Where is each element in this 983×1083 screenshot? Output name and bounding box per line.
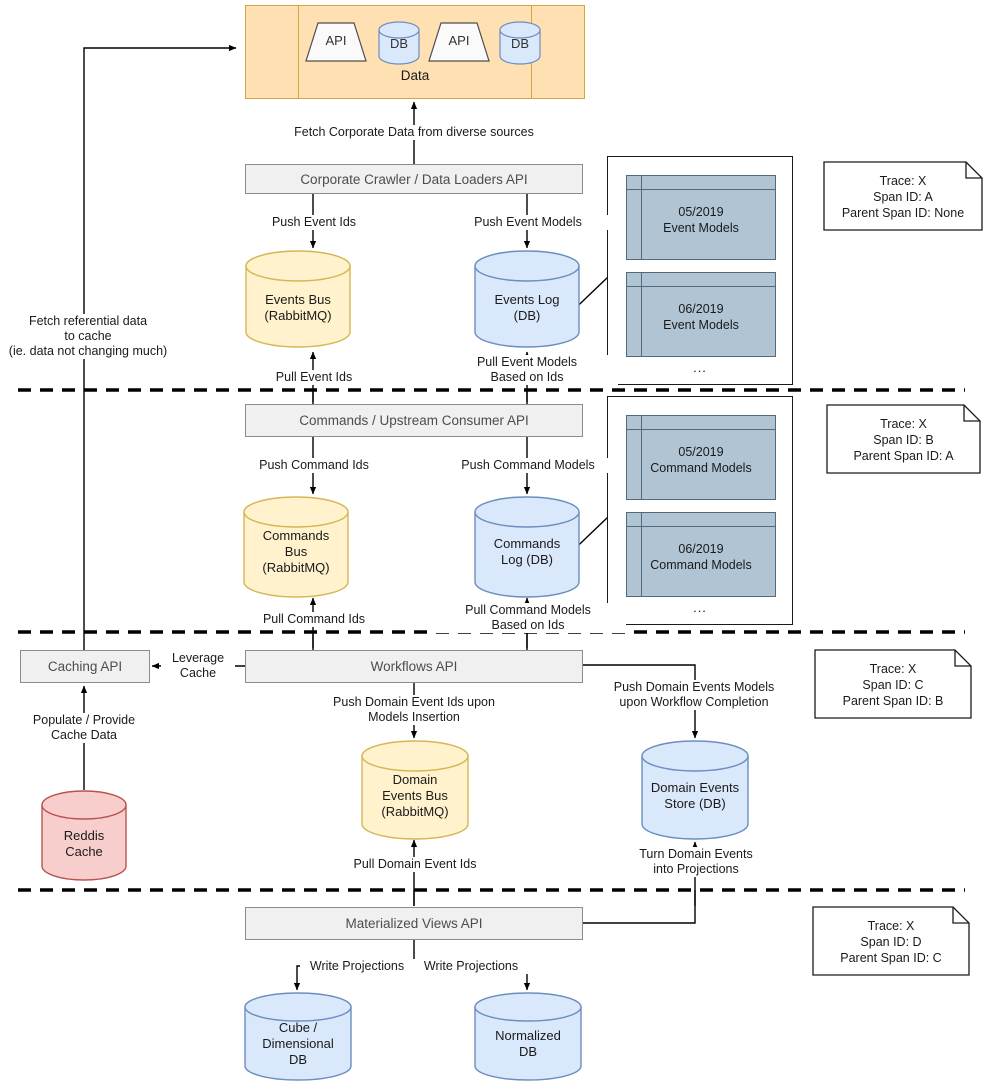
trace-note-c-parent: Parent Span ID: B	[842, 694, 944, 708]
trace-note-a-parent: Parent Span ID: None	[841, 206, 965, 220]
reddis-cache-cylinder[interactable]: Reddis Cache	[40, 790, 128, 882]
cube-dimensional-db-cylinder[interactable]: Cube / Dimensional DB	[243, 992, 353, 1082]
command-models-table-1-label: 05/2019	[678, 445, 724, 459]
reddis-cache-label: Reddis Cache	[63, 828, 105, 859]
materialized-views-api[interactable]: Materialized Views API	[245, 907, 583, 940]
trace-note-c-span: Span ID: C	[862, 678, 924, 692]
label-pull-domain-event-ids: Pull Domain Event Ids	[330, 857, 500, 872]
label-pull-command-models: Pull Command Models Based on Ids	[430, 603, 626, 633]
label-pull-command-ids: Pull Command Ids	[243, 612, 385, 627]
table-column-separator	[641, 273, 642, 356]
label-push-domain-event-ids: Push Domain Event Ids upon Models Insert…	[302, 695, 526, 725]
label-pull-event-models: Pull Event Models Based on Ids	[436, 355, 618, 385]
trace-note-b-parent: Parent Span ID: A	[853, 449, 954, 463]
db-cylinder-1: DB	[376, 21, 422, 65]
label-push-event-models: Push Event Models	[448, 215, 608, 230]
event-models-group: 05/2019 Event Models 06/2019 Event Model…	[607, 156, 793, 385]
table-column-separator	[641, 176, 642, 259]
label-leverage-cache: Leverage Cache	[161, 651, 235, 681]
commands-bus-label: Commands Bus (RabbitMQ)	[262, 528, 330, 575]
table-header-row	[627, 513, 775, 527]
trace-note-a-span: Span ID: A	[873, 190, 933, 204]
trace-note-c-trace: Trace: X	[869, 662, 917, 676]
table-header-row	[627, 176, 775, 190]
trace-note-a-trace: Trace: X	[879, 174, 927, 188]
label-fetch-corporate: Fetch Corporate Data from diverse source…	[264, 125, 564, 140]
command-models-group: 05/2019 Command Models 06/2019 Command M…	[607, 396, 793, 625]
label-write-projections-right: Write Projections	[414, 959, 528, 974]
trace-note-a: Trace: X Span ID: A Parent Span ID: None	[823, 161, 983, 231]
command-models-table-1: 05/2019 Command Models	[626, 415, 776, 500]
db-cylinder-2: DB	[497, 21, 543, 65]
label-turn-domain-events: Turn Domain Events into Projections	[618, 847, 774, 877]
commands-log-label: Commands Log (DB)	[493, 536, 561, 567]
normalized-db-label: Normalized DB	[495, 1028, 561, 1059]
trace-note-b-span: Span ID: B	[873, 433, 934, 447]
command-models-table-2: 06/2019 Command Models	[626, 512, 776, 597]
db-cylinder-1-label: DB	[389, 36, 409, 51]
table-column-separator	[641, 513, 642, 596]
api-trapezoid-2: API	[427, 21, 491, 63]
label-fetch-referential: Fetch referential data to cache (ie. dat…	[0, 314, 176, 359]
event-models-ellipsis: ...	[693, 360, 707, 375]
commands-log-cylinder[interactable]: Commands Log (DB)	[473, 496, 581, 598]
db-cylinder-2-label: DB	[510, 36, 530, 51]
event-models-table-2: 06/2019 Event Models	[626, 272, 776, 357]
event-models-table-2-label: 06/2019	[678, 302, 724, 316]
commands-upstream-consumer-api[interactable]: Commands / Upstream Consumer API	[245, 404, 583, 437]
api-trapezoid-1-label: API	[325, 33, 347, 48]
trace-note-b-trace: Trace: X	[880, 417, 927, 431]
label-populate-cache: Populate / Provide Cache Data	[8, 713, 160, 743]
domain-events-bus-cylinder[interactable]: Domain Events Bus (RabbitMQ)	[360, 740, 470, 840]
label-push-command-models: Push Command Models	[438, 458, 618, 473]
event-models-table-1-label: 05/2019	[678, 205, 724, 219]
event-models-table-1-sublabel: Event Models	[663, 221, 739, 235]
events-log-label: Events Log (DB)	[494, 292, 560, 323]
events-bus-label: Events Bus (RabbitMQ)	[264, 292, 332, 323]
domain-events-store-label: Domain Events Store (DB)	[650, 780, 740, 811]
command-models-table-1-sublabel: Command Models	[650, 461, 752, 475]
event-models-table-1: 05/2019 Event Models	[626, 175, 776, 260]
table-column-separator	[641, 416, 642, 499]
api-trapezoid-2-label: API	[448, 33, 470, 48]
label-push-command-ids: Push Command Ids	[243, 458, 385, 473]
domain-events-bus-label: Domain Events Bus (RabbitMQ)	[381, 772, 449, 819]
command-models-ellipsis: ...	[693, 600, 707, 615]
trace-note-d-span: Span ID: D	[860, 935, 922, 949]
label-push-event-ids: Push Event Ids	[250, 215, 378, 230]
data-lane-box: Data API DB API DB	[245, 5, 585, 99]
api-trapezoid-1: API	[304, 21, 368, 63]
trace-note-d-parent: Parent Span ID: C	[840, 951, 942, 965]
trace-note-b: Trace: X Span ID: B Parent Span ID: A	[826, 404, 981, 474]
trace-note-d: Trace: X Span ID: D Parent Span ID: C	[812, 906, 970, 976]
events-log-cylinder[interactable]: Events Log (DB)	[473, 250, 581, 348]
data-lane-label: Data	[400, 68, 430, 83]
events-bus-cylinder[interactable]: Events Bus (RabbitMQ)	[244, 250, 352, 348]
event-models-table-2-sublabel: Event Models	[663, 318, 739, 332]
table-header-row	[627, 273, 775, 287]
normalized-db-cylinder[interactable]: Normalized DB	[473, 992, 583, 1082]
cube-dimensional-db-label: Cube / Dimensional DB	[262, 1020, 334, 1067]
domain-events-store-cylinder[interactable]: Domain Events Store (DB)	[640, 740, 750, 840]
command-models-table-2-label: 06/2019	[678, 542, 724, 556]
table-header-row	[627, 416, 775, 430]
corporate-crawler-api[interactable]: Corporate Crawler / Data Loaders API	[245, 164, 583, 194]
trace-note-d-trace: Trace: X	[867, 919, 915, 933]
caching-api[interactable]: Caching API	[20, 650, 150, 683]
commands-bus-cylinder[interactable]: Commands Bus (RabbitMQ)	[242, 496, 350, 598]
command-models-table-2-sublabel: Command Models	[650, 558, 752, 572]
label-pull-event-ids: Pull Event Ids	[249, 370, 379, 385]
label-push-domain-events-models: Push Domain Events Models upon Workflow …	[588, 680, 800, 710]
workflows-api[interactable]: Workflows API	[245, 650, 583, 683]
label-write-projections-left: Write Projections	[300, 959, 414, 974]
trace-note-c: Trace: X Span ID: C Parent Span ID: B	[814, 649, 972, 719]
